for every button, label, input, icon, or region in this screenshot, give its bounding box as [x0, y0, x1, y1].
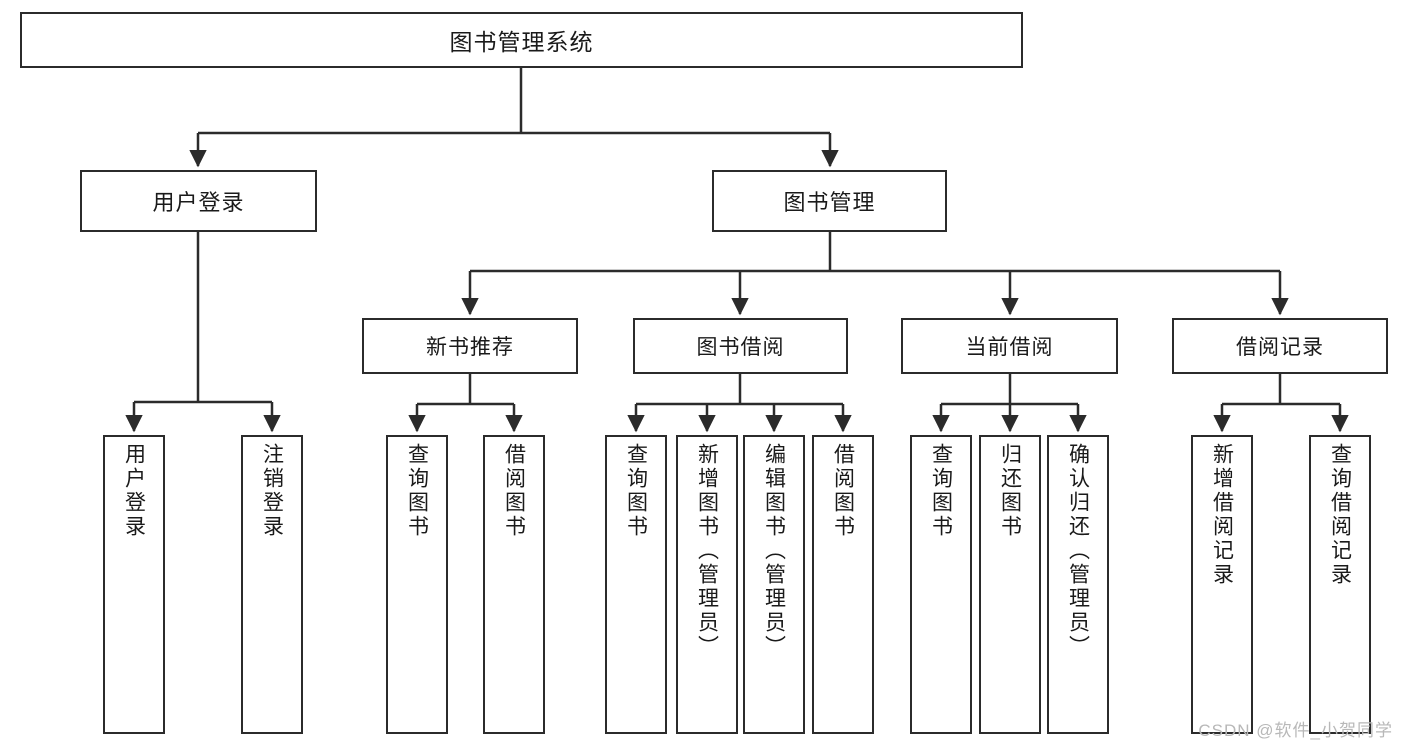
node-leaf-record-add-label: 新增借阅记录 [1210, 443, 1234, 587]
node-leaf-newbook-borrow-book[interactable]: 借阅图书 [483, 435, 545, 734]
node-current-borrow[interactable]: 当前借阅 [901, 318, 1118, 374]
node-leaf-current-return-book-label: 归还图书 [998, 443, 1022, 539]
node-leaf-borrow-edit-book-label: 编辑图书（管理员） [762, 443, 786, 659]
node-leaf-record-query[interactable]: 查询借阅记录 [1309, 435, 1371, 734]
node-leaf-borrow-add-book-label: 新增图书（管理员） [695, 443, 719, 659]
node-leaf-newbook-query-book[interactable]: 查询图书 [386, 435, 448, 734]
node-root[interactable]: 图书管理系统 [20, 12, 1023, 68]
node-new-book-recommend[interactable]: 新书推荐 [362, 318, 578, 374]
node-book-management-label: 图书管理 [783, 190, 876, 215]
node-user-login[interactable]: 用户登录 [80, 170, 317, 232]
node-current-borrow-label: 当前借阅 [965, 336, 1054, 359]
node-book-borrow-label: 图书借阅 [696, 336, 785, 359]
node-leaf-borrow-add-book[interactable]: 新增图书（管理员） [676, 435, 738, 734]
node-leaf-borrow-query-book-label: 查询图书 [624, 443, 648, 539]
node-leaf-borrow-borrow-book-label: 借阅图书 [831, 443, 855, 539]
node-leaf-newbook-query-book-label: 查询图书 [405, 443, 429, 539]
node-leaf-current-query-book-label: 查询图书 [929, 443, 953, 539]
node-leaf-logout[interactable]: 注销登录 [241, 435, 303, 734]
node-leaf-current-return-book[interactable]: 归还图书 [979, 435, 1041, 734]
node-leaf-borrow-query-book[interactable]: 查询图书 [605, 435, 667, 734]
node-user-login-label: 用户登录 [152, 190, 245, 215]
node-root-label: 图书管理系统 [449, 29, 594, 55]
node-leaf-user-login-label: 用户登录 [122, 443, 146, 539]
node-leaf-borrow-edit-book[interactable]: 编辑图书（管理员） [743, 435, 805, 734]
node-leaf-current-confirm-return[interactable]: 确认归还（管理员） [1047, 435, 1109, 734]
node-leaf-record-add[interactable]: 新增借阅记录 [1191, 435, 1253, 734]
node-leaf-current-query-book[interactable]: 查询图书 [910, 435, 972, 734]
node-book-borrow[interactable]: 图书借阅 [633, 318, 848, 374]
node-leaf-user-login[interactable]: 用户登录 [103, 435, 165, 734]
node-leaf-logout-label: 注销登录 [260, 443, 284, 539]
node-leaf-current-confirm-return-label: 确认归还（管理员） [1066, 443, 1090, 659]
node-borrow-record-label: 借阅记录 [1236, 336, 1324, 359]
node-book-management[interactable]: 图书管理 [712, 170, 947, 232]
node-borrow-record[interactable]: 借阅记录 [1172, 318, 1388, 374]
node-leaf-record-query-label: 查询借阅记录 [1328, 443, 1352, 587]
node-leaf-newbook-borrow-book-label: 借阅图书 [502, 443, 526, 539]
node-new-book-recommend-label: 新书推荐 [426, 336, 514, 359]
node-leaf-borrow-borrow-book[interactable]: 借阅图书 [812, 435, 874, 734]
